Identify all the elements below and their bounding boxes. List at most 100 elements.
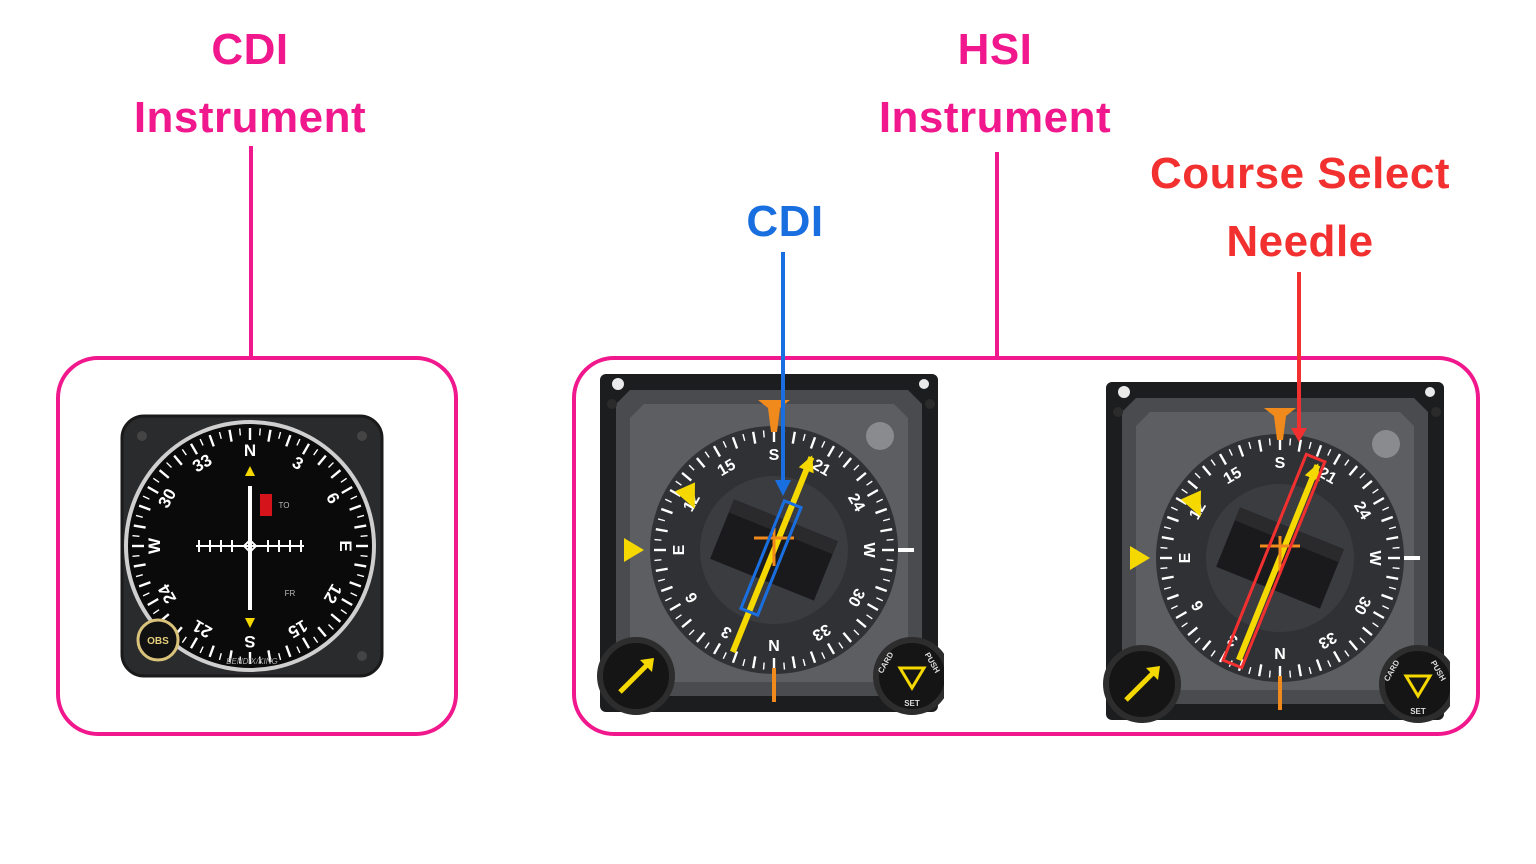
obs-label: OBS [147, 636, 169, 647]
compass-tick [855, 471, 867, 482]
cdi-instrument-title-line1: CDI [211, 25, 289, 74]
compass-tick [853, 464, 860, 471]
compass-tick [296, 646, 301, 654]
compass-tick [880, 527, 893, 533]
cdi-card-label: N [244, 441, 256, 460]
compass-tick [189, 443, 199, 455]
compass-tick [1332, 650, 1342, 663]
compass-tick [1201, 465, 1212, 477]
compass-tick [1181, 622, 1188, 628]
obs-knob[interactable] [136, 618, 180, 662]
compass-tick [1392, 567, 1400, 570]
compass-tick [1382, 605, 1390, 610]
compass-tick [712, 445, 722, 458]
heading-knob-arrow-icon [1124, 670, 1156, 702]
compass-tick [1187, 479, 1199, 490]
compass-tick [208, 434, 215, 447]
compass-tick [688, 464, 695, 471]
from-flag-label: FR [285, 589, 296, 598]
compass-tick [866, 602, 879, 612]
compass-tick [267, 650, 272, 663]
compass-tick [876, 597, 884, 602]
compass-tick [360, 535, 368, 538]
compass-tick [1348, 465, 1359, 477]
cdi-card-label: E [336, 540, 355, 551]
compass-tick [1175, 496, 1188, 506]
push-card-set-knob[interactable] [1379, 645, 1450, 723]
cdi-compass-ticks [132, 428, 368, 664]
compass-tick [1170, 506, 1178, 511]
hsi-instrument-title-line2: Instrument [878, 93, 1112, 142]
compass-tick [886, 559, 894, 562]
hsi-light-sensor [1372, 430, 1400, 458]
hsi-light-sensor [866, 422, 894, 450]
compass-tick [1386, 535, 1399, 541]
compass-tick [1268, 670, 1271, 678]
cdi-screw-icon [137, 431, 147, 441]
compass-tick [239, 656, 242, 664]
compass-tick [1160, 567, 1168, 570]
compass-tick [1166, 515, 1179, 523]
compass-tick [1348, 639, 1359, 651]
compass-tick [1381, 515, 1394, 523]
compass-tick [875, 585, 888, 593]
compass-tick [712, 642, 722, 655]
to-from-flag [260, 494, 272, 516]
push-card-set-knob[interactable] [873, 637, 944, 715]
compass-tick [199, 646, 204, 654]
compass-tick [173, 454, 183, 466]
hsi-card-label: 24 [844, 491, 868, 515]
compass-tick [296, 438, 301, 446]
compass-tick [218, 431, 222, 439]
compass-tick [341, 485, 353, 495]
compass-tick [1160, 546, 1168, 549]
set-label: SET [904, 699, 920, 708]
compass-tick [1248, 441, 1252, 450]
compass-tick [866, 480, 873, 486]
compass-tick [132, 535, 140, 538]
compass-tick [821, 440, 826, 448]
compass-tick [1201, 639, 1212, 651]
hsi-screw-icon [612, 378, 624, 390]
compass-tick [278, 431, 282, 439]
hsi-card-label: S [769, 447, 780, 464]
compass-tick [882, 518, 891, 522]
compass-tick [354, 563, 367, 568]
cdi-card-label: S [244, 632, 255, 651]
cdi-deviation-needle [248, 486, 252, 610]
compass-tick [1187, 626, 1199, 637]
compass-tick [132, 554, 140, 557]
compass-tick [695, 457, 706, 469]
hsi-gauge-right: S 21 24 W 30 33 N 3 6 E 12 15 PUSH CARD … [1103, 382, 1450, 723]
compass-tick [855, 618, 867, 629]
compass-tick [1344, 650, 1350, 657]
compass-tick [152, 609, 160, 615]
compass-tick [138, 504, 151, 511]
compass-tick [142, 495, 150, 500]
compass-tick [189, 637, 199, 649]
compass-tick [664, 597, 672, 602]
hsi-card-label: E [671, 544, 688, 555]
hsi-gauge-left: S 21 24 W 30 33 N 3 6 E 12 15 PUSH CARD … [597, 374, 944, 715]
compass-tick [1163, 526, 1172, 530]
compass-tick [135, 514, 143, 518]
brand-label: BENDIX/KING [226, 657, 278, 666]
compass-tick [1210, 650, 1216, 657]
compass-tick [360, 554, 368, 557]
compass-tick [1372, 610, 1385, 620]
compass-tick [704, 451, 710, 458]
compass-tick [809, 436, 817, 449]
hsi-card-label: N [1274, 644, 1286, 661]
cdi-gauge: 33 N 3 6 E 12 15 S 21 24 W 30 TO FR OBS … [120, 414, 384, 678]
compass-tick [664, 498, 672, 503]
compass-tick [751, 431, 757, 444]
compass-tick [1327, 660, 1332, 668]
course-select-needle-label: Course Select Needle [1120, 148, 1480, 268]
hsi-instrument-frame [572, 356, 1480, 736]
to-flag-label: TO [279, 501, 290, 510]
compass-tick [660, 585, 673, 593]
compass-tick [1344, 459, 1350, 466]
hsi-screw-icon [1425, 387, 1435, 397]
hsi-card-label: N [768, 636, 780, 653]
compass-tick [826, 445, 836, 458]
